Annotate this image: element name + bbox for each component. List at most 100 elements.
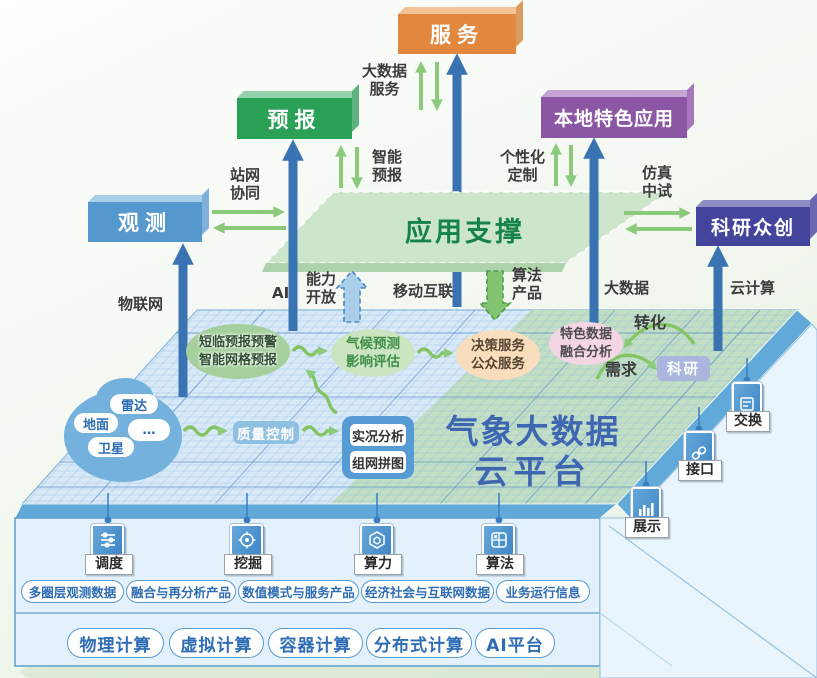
data-pill-operation: 业务运行信息	[496, 580, 590, 603]
decision-line2: 公众服务	[471, 356, 525, 372]
custom-line2: 定制	[507, 166, 538, 185]
smart-forecast-label: 智能 预报	[372, 148, 402, 185]
local-app-label: 本地特色应用	[553, 108, 674, 130]
capability-open-label: 能力 开放	[306, 270, 336, 307]
demand-label: 需求	[605, 360, 638, 379]
algo-product-label: 算法 产品	[512, 266, 542, 303]
algo-product-line1: 算法	[512, 266, 543, 284]
research-box: 科研	[657, 356, 710, 381]
bigdata-service-line2: 服务	[369, 80, 400, 99]
data-pill-fusion: 融合与再分析产品	[126, 580, 236, 603]
data-pill-numerical: 数值模式与服务产品	[238, 580, 359, 603]
observe-node: 观测	[88, 202, 202, 242]
compute-pill-physical: 物理计算	[67, 628, 164, 658]
computing-power-module	[360, 524, 393, 556]
custom-label: 个性化 定制	[500, 148, 545, 185]
icon-connectors	[107, 358, 748, 520]
custom-line1: 个性化	[500, 148, 546, 166]
app-support-plane	[262, 191, 671, 272]
mining-tag: 挖掘	[224, 554, 272, 575]
computing-power-tag: 算力	[354, 554, 402, 575]
climate-bubble: 气候预测 影响评估	[331, 329, 415, 377]
service-node: 服务	[398, 14, 516, 54]
algorithm-product-down-arrow	[478, 270, 512, 322]
green-exchange-arrows	[212, 61, 692, 235]
platform-title-line1: 气象大数据	[445, 412, 621, 451]
bar-chart-icon	[639, 502, 654, 516]
ai-label: AI	[272, 284, 290, 302]
data-pill-multilayer: 多圈层观测数据	[21, 580, 124, 603]
bigdata-label: 大数据	[604, 279, 650, 297]
iot-label: 物联网	[118, 295, 164, 313]
satellite-pill: 卫星	[88, 437, 134, 457]
capability-line1: 能力	[306, 270, 337, 288]
local-app-node: 本地特色应用	[541, 97, 687, 138]
quality-control-box: 质量控制	[233, 421, 299, 444]
decision-bubble: 决策服务 公众服务	[456, 330, 540, 380]
feature-data-bubble: 特色数据 融合分析	[549, 322, 623, 365]
gear-icon	[238, 531, 255, 549]
smart-forecast-line1: 智能	[372, 148, 403, 166]
forecast-label: 预报	[267, 107, 322, 132]
research-innovation-label: 科研众创	[710, 217, 795, 239]
simulation-line2: 中试	[642, 182, 673, 201]
mining-module	[230, 524, 263, 556]
mobile-label: 移动互联	[393, 282, 454, 300]
research-innovation-node: 科研众创	[696, 207, 810, 246]
scheduling-module	[91, 524, 124, 556]
link-icon	[691, 445, 707, 460]
decision-line1: 决策服务	[471, 337, 525, 354]
compute-pill-container: 容器计算	[268, 628, 363, 658]
grid-icon	[490, 532, 507, 548]
climate-line2: 影响评估	[346, 354, 400, 370]
interface-tag: 接口	[678, 460, 722, 481]
display-tag: 展示	[625, 517, 669, 538]
exchange-tag: 交换	[726, 411, 770, 432]
exchange-icon	[740, 396, 754, 411]
realtime-analysis-box: 实况分析	[350, 424, 406, 446]
nowcast-line2: 智能网格预报	[198, 352, 277, 368]
sliders-icon	[100, 532, 115, 548]
hexagon-icon	[368, 531, 385, 549]
compute-pill-ai: AI平台	[475, 628, 555, 658]
scheduling-tag: 调度	[85, 554, 133, 575]
observe-label: 观测	[118, 211, 172, 235]
nowcast-bubble: 短临预报预警 智能网格预报	[186, 324, 290, 379]
feature-line2: 融合分析	[559, 344, 612, 360]
cloud-computing-label: 云计算	[730, 279, 776, 297]
climate-line1: 气候预测	[346, 335, 400, 352]
data-pill-social: 经济社会与互联网数据	[361, 580, 494, 603]
transform-label: 转化	[634, 313, 667, 332]
demand-arc-arrow	[595, 353, 658, 380]
algorithm-tag: 算法	[476, 554, 524, 575]
radar-pill: 雷达	[110, 394, 158, 414]
capability-line2: 开放	[306, 288, 337, 307]
capability-open-up-arrow	[335, 269, 369, 323]
icon-connector-dots	[104, 376, 751, 524]
service-label: 服务	[430, 23, 484, 47]
platform-title-line2: 云平台	[474, 451, 592, 491]
simulation-line1: 仿真	[642, 164, 673, 182]
mosaic-box: 组网拼图	[350, 451, 406, 473]
ground-pill: 地面	[74, 413, 118, 433]
feature-line1: 特色数据	[559, 326, 612, 342]
station-network-label: 站网 协同	[230, 166, 260, 203]
bigdata-service-line1: 大数据	[362, 62, 408, 80]
compute-pill-distributed: 分布式计算	[366, 628, 472, 658]
analysis-group: 实况分析 组网拼图	[342, 416, 414, 479]
bigdata-service-label: 大数据 服务	[362, 62, 407, 99]
more-sources-pill: …	[128, 419, 170, 441]
station-line2: 协同	[230, 184, 261, 203]
station-line1: 站网	[230, 166, 261, 184]
simulation-label: 仿真 中试	[642, 164, 672, 201]
smart-forecast-line2: 预报	[372, 166, 403, 185]
platform-title: 气象大数据 云平台	[428, 412, 638, 491]
compute-pill-virtual: 虚拟计算	[169, 628, 264, 658]
wavy-arrows	[182, 322, 696, 437]
transform-arc-arrow	[623, 322, 696, 349]
main-arrows	[172, 137, 729, 397]
app-support-title: 应用支撑	[405, 217, 525, 248]
forecast-node: 预报	[237, 98, 352, 139]
